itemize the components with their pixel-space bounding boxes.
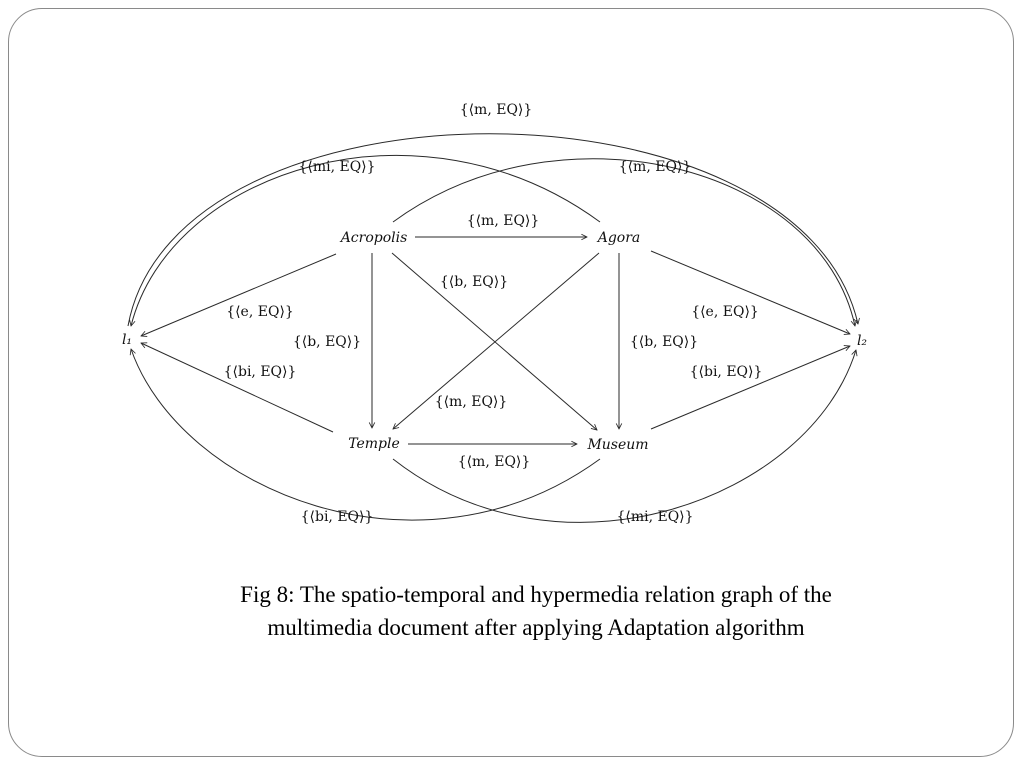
edge-label-agora-l2: {⟨e, EQ⟩}: [691, 304, 759, 320]
edge-label-temple-l2: {⟨mi, EQ⟩}: [616, 509, 693, 525]
edge-agora-l2: [650, 250, 850, 334]
edge-label-agora-l1: {⟨mi, EQ⟩}: [298, 159, 375, 175]
edge-label-temple-l1: {⟨bi, EQ⟩}: [224, 364, 297, 380]
edge-label-acropolis-l1: {⟨e, EQ⟩}: [226, 304, 294, 320]
node-agora: Agora: [596, 230, 641, 246]
edge-temple-l2: [392, 350, 856, 523]
edge-acropolis-l2: [392, 158, 855, 326]
edge-label-museum-l1: {⟨bi, EQ⟩}: [301, 509, 374, 525]
node-l2: l₂: [857, 333, 867, 349]
node-museum: Museum: [586, 437, 648, 453]
figure-caption: Fig 8: The spatio-temporal and hypermedi…: [100, 578, 972, 644]
caption-line-2: multimedia document after applying Adapt…: [267, 615, 805, 640]
node-temple: Temple: [348, 436, 400, 452]
edge-label-acropolis-museum: {⟨b, EQ⟩}: [440, 274, 508, 290]
edge-acropolis-museum: [391, 252, 597, 430]
caption-line-1: Fig 8: The spatio-temporal and hypermedi…: [240, 582, 832, 607]
edge-label-acropolis-l2: {⟨m, EQ⟩}: [619, 159, 692, 175]
edge-museum-l2: [650, 346, 850, 430]
edge-label-l1-l2-top: {⟨m, EQ⟩}: [460, 102, 533, 118]
node-l1: l₁: [122, 332, 132, 348]
edge-label-museum-l2: {⟨bi, EQ⟩}: [690, 364, 763, 380]
edge-label-agora-temple: {⟨m, EQ⟩}: [435, 394, 508, 410]
edge-agora-l1: [131, 154, 601, 326]
edge-label-acropolis-agora: {⟨m, EQ⟩}: [467, 213, 540, 229]
edge-agora-temple: [393, 252, 600, 429]
edge-label-agora-museum: {⟨b, EQ⟩}: [630, 334, 698, 350]
edge-label-temple-museum: {⟨m, EQ⟩}: [458, 454, 531, 470]
node-acropolis: Acropolis: [339, 230, 408, 246]
edge-temple-l1: [141, 343, 334, 433]
slide-frame: [8, 8, 1014, 757]
edge-museum-l1: [131, 349, 601, 521]
edge-acropolis-l1: [141, 253, 337, 336]
edge-l1-l2-top: [127, 133, 858, 327]
edge-label-acropolis-temple: {⟨b, EQ⟩}: [293, 334, 361, 350]
